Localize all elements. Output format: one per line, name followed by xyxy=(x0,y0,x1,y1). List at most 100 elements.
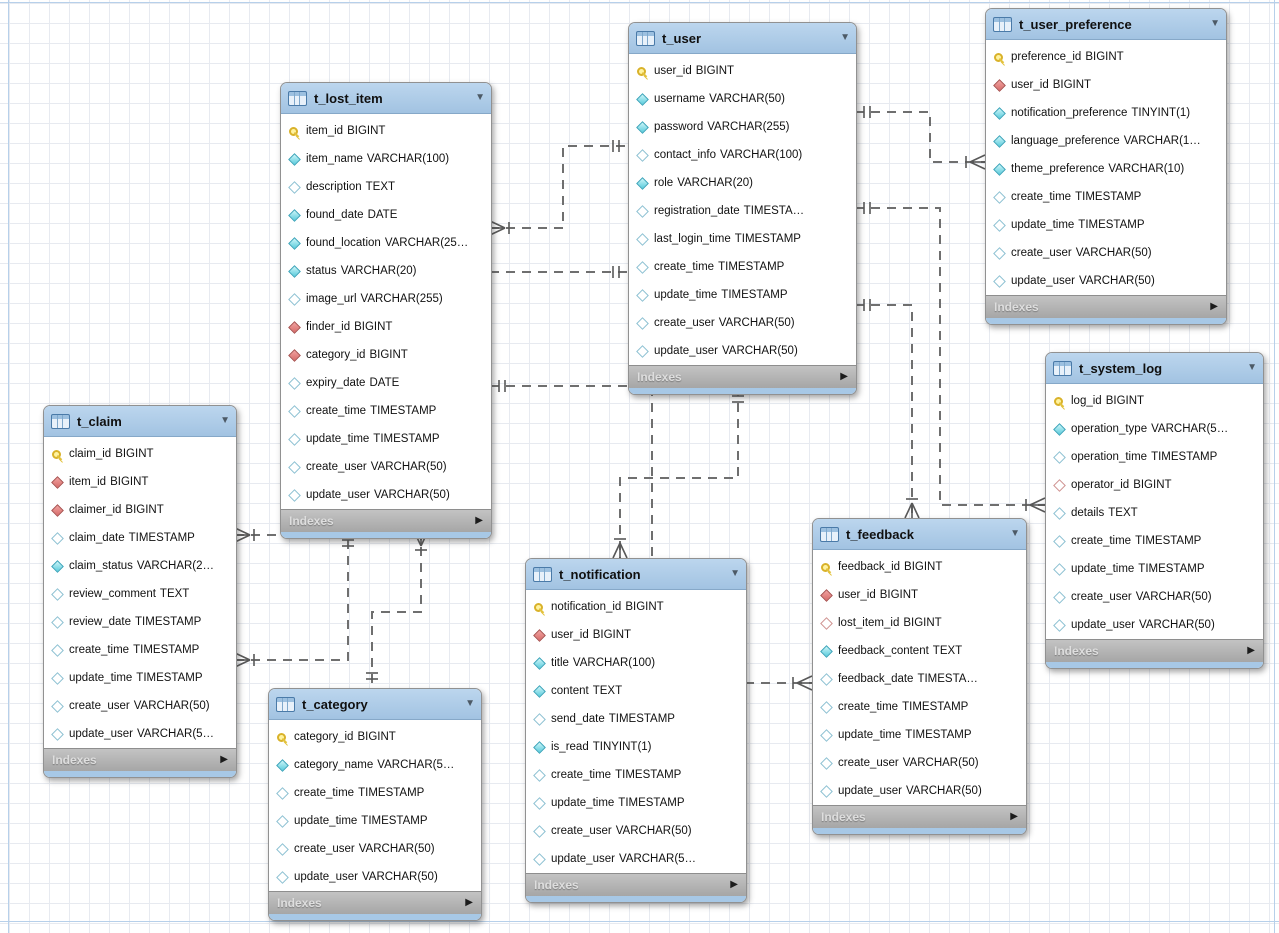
field-row[interactable]: theme_preference VARCHAR(10) xyxy=(986,155,1226,183)
field-row[interactable]: create_time TIMESTAMP xyxy=(526,761,746,789)
field-row[interactable]: claim_id BIGINT xyxy=(44,440,236,468)
field-row[interactable]: create_user VARCHAR(50) xyxy=(629,309,856,337)
field-row[interactable]: update_time TIMESTAMP xyxy=(526,789,746,817)
field-row[interactable]: user_id BIGINT xyxy=(813,581,1026,609)
field-row[interactable]: create_user VARCHAR(50) xyxy=(44,692,236,720)
field-row[interactable]: role VARCHAR(20) xyxy=(629,169,856,197)
relationship-connector[interactable] xyxy=(855,111,985,163)
field-row[interactable]: send_date TIMESTAMP xyxy=(526,705,746,733)
field-row[interactable]: notification_preference TINYINT(1) xyxy=(986,99,1226,127)
relationship-connector[interactable] xyxy=(490,145,628,229)
field-row[interactable]: operation_type VARCHAR(5… xyxy=(1046,415,1263,443)
field-row[interactable]: is_read TINYINT(1) xyxy=(526,733,746,761)
field-row[interactable]: update_time TIMESTAMP xyxy=(813,721,1026,749)
table-t_user_preference[interactable]: t_user_preference ▼ preference_id BIGINT… xyxy=(985,8,1227,325)
field-row[interactable]: create_user VARCHAR(50) xyxy=(281,453,491,481)
field-row[interactable]: content TEXT xyxy=(526,677,746,705)
field-row[interactable]: user_id BIGINT xyxy=(986,71,1226,99)
field-row[interactable]: user_id BIGINT xyxy=(629,57,856,85)
field-row[interactable]: finder_id BIGINT xyxy=(281,313,491,341)
field-row[interactable]: update_user VARCHAR(50) xyxy=(1046,611,1263,639)
field-row[interactable]: create_user VARCHAR(50) xyxy=(526,817,746,845)
field-row[interactable]: operator_id BIGINT xyxy=(1046,471,1263,499)
field-row[interactable]: status VARCHAR(20) xyxy=(281,257,491,285)
field-row[interactable]: operation_time TIMESTAMP xyxy=(1046,443,1263,471)
table-t_user[interactable]: t_user ▼ user_id BIGINT username VARCHAR… xyxy=(628,22,857,395)
indexes-section[interactable]: Indexes ▶ xyxy=(1046,639,1263,662)
field-row[interactable]: user_id BIGINT xyxy=(526,621,746,649)
table-t_lost_item[interactable]: t_lost_item ▼ item_id BIGINT item_name V… xyxy=(280,82,492,539)
indexes-section[interactable]: Indexes ▶ xyxy=(986,295,1226,318)
field-row[interactable]: found_location VARCHAR(25… xyxy=(281,229,491,257)
field-row[interactable]: details TEXT xyxy=(1046,499,1263,527)
relationship-connector[interactable] xyxy=(619,387,739,558)
expand-arrow-icon[interactable]: ▶ xyxy=(840,371,848,382)
field-row[interactable]: create_user VARCHAR(50) xyxy=(1046,583,1263,611)
field-row[interactable]: update_time TIMESTAMP xyxy=(629,281,856,309)
field-row[interactable]: update_user VARCHAR(50) xyxy=(281,481,491,509)
table-t_notification[interactable]: t_notification ▼ notification_id BIGINT … xyxy=(525,558,747,903)
table-header[interactable]: t_feedback ▼ xyxy=(813,519,1026,550)
collapse-arrow-icon[interactable]: ▼ xyxy=(465,698,475,709)
indexes-section[interactable]: Indexes ▶ xyxy=(44,748,236,771)
field-row[interactable]: create_user VARCHAR(50) xyxy=(813,749,1026,777)
table-header[interactable]: t_notification ▼ xyxy=(526,559,746,590)
field-row[interactable]: review_date TIMESTAMP xyxy=(44,608,236,636)
table-t_category[interactable]: t_category ▼ category_id BIGINT category… xyxy=(268,688,482,921)
field-row[interactable]: update_user VARCHAR(5… xyxy=(526,845,746,873)
relationship-connector[interactable] xyxy=(855,304,913,518)
expand-arrow-icon[interactable]: ▶ xyxy=(730,879,738,890)
indexes-section[interactable]: Indexes ▶ xyxy=(281,509,491,532)
field-row[interactable]: create_user VARCHAR(50) xyxy=(986,239,1226,267)
relationship-connector[interactable] xyxy=(235,531,349,661)
field-row[interactable]: lost_item_id BIGINT xyxy=(813,609,1026,637)
indexes-section[interactable]: Indexes ▶ xyxy=(629,365,856,388)
collapse-arrow-icon[interactable]: ▼ xyxy=(840,32,850,43)
table-t_claim[interactable]: t_claim ▼ claim_id BIGINT item_id BIGINT… xyxy=(43,405,237,778)
field-row[interactable]: log_id BIGINT xyxy=(1046,387,1263,415)
expand-arrow-icon[interactable]: ▶ xyxy=(1010,811,1018,822)
field-row[interactable]: item_id BIGINT xyxy=(281,117,491,145)
indexes-section[interactable]: Indexes ▶ xyxy=(269,891,481,914)
collapse-arrow-icon[interactable]: ▼ xyxy=(1247,362,1257,373)
indexes-section[interactable]: Indexes ▶ xyxy=(526,873,746,896)
field-row[interactable]: username VARCHAR(50) xyxy=(629,85,856,113)
field-row[interactable]: claim_status VARCHAR(2… xyxy=(44,552,236,580)
table-t_system_log[interactable]: t_system_log ▼ log_id BIGINT operation_t… xyxy=(1045,352,1264,669)
field-row[interactable]: create_time TIMESTAMP xyxy=(281,397,491,425)
field-row[interactable]: item_name VARCHAR(100) xyxy=(281,145,491,173)
field-row[interactable]: preference_id BIGINT xyxy=(986,43,1226,71)
field-row[interactable]: item_id BIGINT xyxy=(44,468,236,496)
field-row[interactable]: create_time TIMESTAMP xyxy=(1046,527,1263,555)
expand-arrow-icon[interactable]: ▶ xyxy=(1247,645,1255,656)
field-row[interactable]: registration_date TIMESTA… xyxy=(629,197,856,225)
field-row[interactable]: create_time TIMESTAMP xyxy=(44,636,236,664)
table-header[interactable]: t_user_preference ▼ xyxy=(986,9,1226,40)
field-row[interactable]: create_time TIMESTAMP xyxy=(986,183,1226,211)
field-row[interactable]: description TEXT xyxy=(281,173,491,201)
table-header[interactable]: t_category ▼ xyxy=(269,689,481,720)
field-row[interactable]: create_time TIMESTAMP xyxy=(629,253,856,281)
field-row[interactable]: notification_id BIGINT xyxy=(526,593,746,621)
field-row[interactable]: language_preference VARCHAR(1… xyxy=(986,127,1226,155)
expand-arrow-icon[interactable]: ▶ xyxy=(475,515,483,526)
field-row[interactable]: image_url VARCHAR(255) xyxy=(281,285,491,313)
field-row[interactable]: update_time TIMESTAMP xyxy=(44,664,236,692)
field-row[interactable]: update_user VARCHAR(50) xyxy=(986,267,1226,295)
collapse-arrow-icon[interactable]: ▼ xyxy=(730,568,740,579)
expand-arrow-icon[interactable]: ▶ xyxy=(220,754,228,765)
table-header[interactable]: t_system_log ▼ xyxy=(1046,353,1263,384)
collapse-arrow-icon[interactable]: ▼ xyxy=(475,92,485,103)
field-row[interactable]: update_time TIMESTAMP xyxy=(269,807,481,835)
collapse-arrow-icon[interactable]: ▼ xyxy=(1210,18,1220,29)
field-row[interactable]: update_time TIMESTAMP xyxy=(281,425,491,453)
field-row[interactable]: update_user VARCHAR(50) xyxy=(629,337,856,365)
field-row[interactable]: category_id BIGINT xyxy=(281,341,491,369)
expand-arrow-icon[interactable]: ▶ xyxy=(465,897,473,908)
field-row[interactable]: category_id BIGINT xyxy=(269,723,481,751)
table-t_feedback[interactable]: t_feedback ▼ feedback_id BIGINT user_id … xyxy=(812,518,1027,835)
field-row[interactable]: expiry_date DATE xyxy=(281,369,491,397)
field-row[interactable]: category_name VARCHAR(5… xyxy=(269,751,481,779)
field-row[interactable]: update_user VARCHAR(50) xyxy=(269,863,481,891)
field-row[interactable]: found_date DATE xyxy=(281,201,491,229)
